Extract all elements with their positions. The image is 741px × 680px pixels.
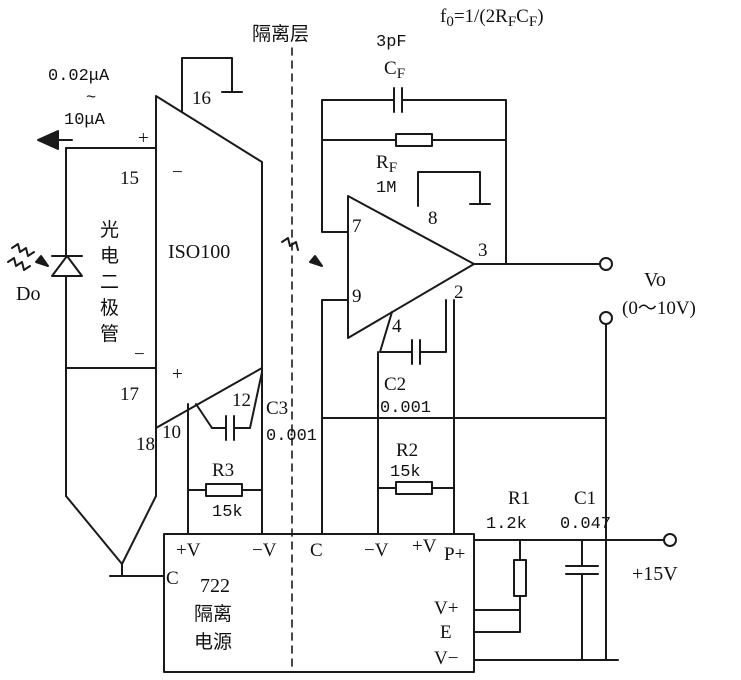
r3-name: R3 — [212, 460, 234, 481]
supply-voltage: +15V — [632, 563, 678, 585]
iso100-pin-16: 16 — [192, 88, 211, 109]
output-ground-terminal[interactable] — [599, 311, 613, 325]
module-name-line2: 电源 — [194, 631, 232, 653]
wire-feedback-right — [401, 99, 507, 265]
diode-label-do: Do — [16, 283, 40, 305]
c3-name: C3 — [266, 398, 288, 419]
r2-name: R2 — [396, 440, 418, 461]
output-name: Vo — [644, 269, 666, 291]
output-terminal[interactable] — [599, 257, 613, 271]
c3-value: 0.001 — [266, 427, 317, 446]
diode-name-char-4: 极 — [100, 297, 119, 319]
r1-value: 1.2k — [486, 515, 527, 534]
module-pin-v-minus: V− — [434, 648, 458, 669]
opamp-pin-4: 4 — [392, 316, 402, 337]
supply-terminal[interactable] — [663, 533, 677, 547]
module-pin-e: E — [440, 622, 452, 643]
wire-r1-e — [473, 595, 521, 633]
current-range-tilde: ~ — [86, 89, 96, 108]
wire-feedback-left — [321, 99, 395, 233]
diode-name-char-2: 电 — [100, 245, 119, 267]
wire-ground-right-diag — [121, 495, 157, 565]
output-opamp — [347, 195, 475, 339]
iso100-pin-18: 18 — [136, 434, 155, 455]
wire-c3-pin12 — [233, 371, 263, 429]
module-pin-plus-v-right: +V — [412, 536, 437, 557]
diode-minus-sign: − — [134, 344, 145, 365]
diode-name-char-3: 二 — [100, 271, 119, 293]
cf-name: CF — [384, 58, 405, 82]
iso100-name: ISO100 — [168, 241, 230, 263]
iso100-minus-input: − — [172, 162, 183, 183]
cf-value: 3pF — [376, 33, 407, 52]
current-range-bottom: 10μA — [64, 111, 106, 130]
module-pin-p-plus: P+ — [444, 544, 465, 565]
r3-value: 15k — [212, 503, 243, 522]
module-pin-c-left: C — [166, 568, 179, 589]
diode-plus-sign: + — [138, 128, 149, 149]
wire-pin10-c3 — [195, 403, 213, 429]
isolation-barrier-label: 隔离层 — [252, 23, 309, 45]
wire-pin16 — [181, 57, 233, 113]
module-name-line1: 隔离 — [194, 603, 232, 625]
iso100-plus-input: + — [172, 364, 183, 385]
module-pin-minus-v-right: −V — [364, 540, 389, 561]
r2-resistor — [395, 481, 433, 495]
r2-value: 15k — [390, 463, 421, 482]
r3-resistor — [205, 483, 243, 497]
opamp-pin-3: 3 — [478, 240, 488, 261]
power-module-722 — [163, 533, 475, 673]
opamp-pin-9: 9 — [352, 286, 362, 307]
wire-pin4-c2 — [379, 311, 413, 353]
diode-name-char-5: 管 — [100, 323, 119, 345]
opamp-pin-2: 2 — [454, 282, 464, 303]
current-range-top: 0.02μA — [48, 67, 110, 86]
light-incident-icon — [7, 243, 49, 271]
wire-pin8 — [417, 171, 481, 207]
module-pin-c-right: C — [310, 540, 323, 561]
wire-ground-left-diag — [65, 495, 123, 565]
opamp-pin-8: 8 — [428, 208, 438, 229]
c2-value: 0.001 — [380, 399, 431, 418]
opamp-pin-7: 7 — [352, 216, 362, 237]
module-pin-plus-v-left: +V — [176, 540, 201, 561]
iso100-pin-17: 17 — [120, 384, 139, 405]
rf-name: RF — [376, 152, 397, 176]
c1-name: C1 — [574, 488, 596, 509]
iso100-pin-15: 15 — [120, 168, 139, 189]
module-pin-v-plus: V+ — [434, 598, 458, 619]
wire-c2-pin2 — [419, 299, 447, 353]
diode-name-char-1: 光 — [100, 219, 119, 241]
module-model: 722 — [200, 575, 230, 597]
c1-value: 0.047 — [560, 515, 611, 534]
r1-resistor — [513, 559, 527, 597]
c2-name: C2 — [384, 374, 406, 395]
output-range: (0～10V) — [622, 298, 696, 319]
rf-resistor — [395, 133, 433, 147]
module-pin-minus-v-left: −V — [252, 540, 277, 561]
photodiode-icon — [51, 239, 83, 369]
rf-value: 1M — [376, 179, 396, 198]
iso100-pin-10: 10 — [162, 422, 181, 443]
r1-name: R1 — [508, 488, 530, 509]
wire-pin9 — [321, 299, 349, 535]
iso100-pin-12: 12 — [232, 390, 251, 411]
optical-coupling-icon — [281, 237, 323, 267]
cutoff-formula: f0=1/(2RFCF) — [440, 6, 544, 30]
